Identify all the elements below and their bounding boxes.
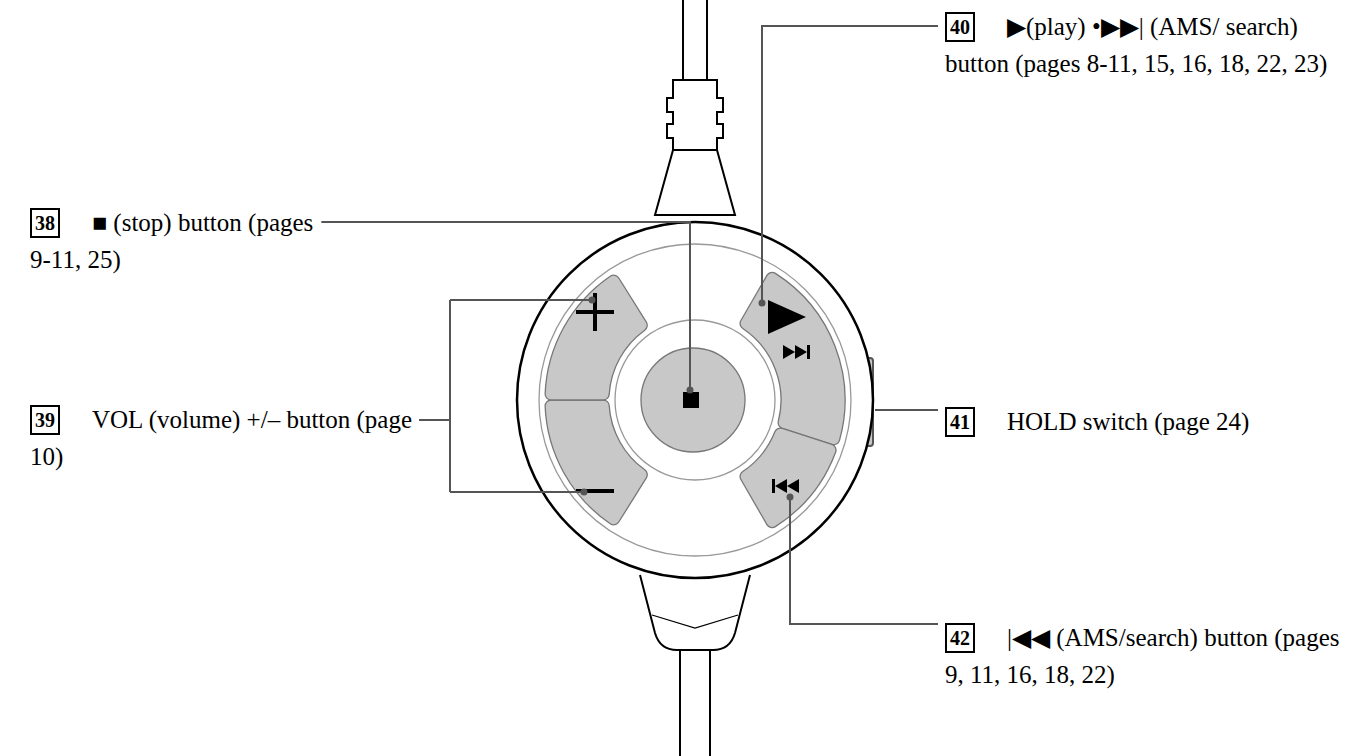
inner-ring: [615, 320, 775, 480]
part-label: ■ (stop) button (pages 9-11, 25): [30, 204, 330, 278]
next-symbol: [807, 345, 810, 359]
callout-number-text: 42: [950, 627, 970, 649]
bottom-tab: [640, 575, 750, 650]
stop-button: [641, 348, 745, 452]
leader-line: [762, 26, 938, 302]
leader-dot: [581, 489, 588, 496]
next-symbol: [783, 345, 795, 359]
callout-number: 41: [945, 407, 975, 437]
remote-body: [517, 222, 873, 578]
plus-symbol: [576, 310, 614, 314]
callout-number: 40: [945, 12, 975, 42]
prev-symbol: [772, 479, 775, 493]
stop-symbol: [683, 392, 699, 408]
part-label: HOLD switch (page 24): [945, 403, 1345, 440]
callout-number-text: 39: [35, 409, 55, 431]
callout-number-text: 40: [950, 16, 970, 38]
callout-number: 38: [30, 208, 60, 238]
leader-dot: [787, 494, 794, 501]
part-label: |◀◀ (AMS/search) button (pages 9, 11, 16…: [945, 619, 1350, 693]
next-symbol: [795, 345, 807, 359]
cable: [682, 0, 684, 80]
leader-line: [419, 419, 450, 421]
body-ring: [539, 244, 851, 556]
part-label: VOL (volume) +/– button (page 10): [30, 401, 450, 475]
callout-number: 39: [30, 405, 60, 435]
leader-dot: [589, 297, 596, 304]
leader-line: [790, 498, 938, 624]
leader-dot: [759, 300, 766, 307]
cable: [706, 0, 708, 80]
part-label: ▶(play) •▶▶| (AMS/ search) button (pages…: [945, 8, 1350, 82]
leader-line: [875, 409, 938, 411]
cable: [709, 650, 711, 756]
play-symbol: [768, 300, 806, 334]
strain-relief: [673, 149, 717, 151]
callout-number-text: 38: [35, 212, 55, 234]
prev-symbol: [775, 479, 787, 493]
leader-dot: [687, 387, 694, 394]
cable: [679, 650, 681, 756]
leader-line: [321, 222, 690, 388]
bracket: [450, 300, 590, 492]
callout-number: 42: [945, 623, 975, 653]
bottom-tab: [652, 615, 738, 628]
callout-number-text: 41: [950, 411, 970, 433]
strain-relief: [655, 80, 735, 215]
prev-symbol: [787, 479, 799, 493]
